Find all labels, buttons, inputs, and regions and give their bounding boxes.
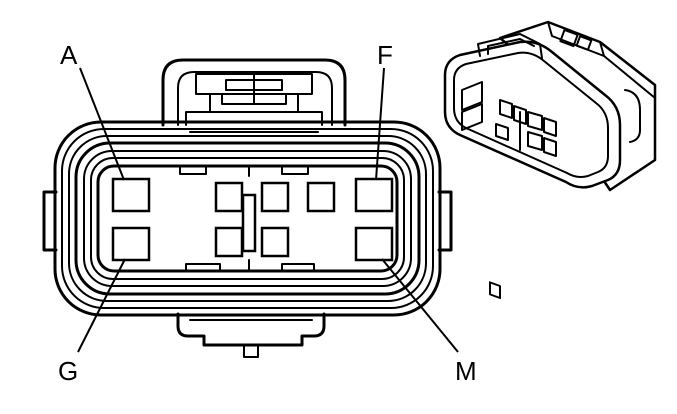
bottom-tab	[176, 312, 326, 358]
center-key-bar	[241, 193, 257, 253]
terminal-cavities	[111, 177, 394, 262]
cavity-m	[354, 226, 394, 262]
leader-a	[79, 67, 125, 181]
inner-face-ribs	[179, 165, 315, 272]
leader-g	[77, 258, 126, 353]
pin-label-m: M	[455, 356, 477, 386]
leader-m	[381, 258, 459, 353]
pin-label-a: A	[60, 40, 78, 70]
connector-isometric-view	[443, 20, 657, 300]
leader-lines	[77, 67, 459, 353]
pin-label-f: F	[377, 40, 393, 70]
cavity-f	[354, 177, 394, 213]
cavity-h	[214, 226, 244, 258]
cavity-g	[111, 226, 151, 262]
top-latch	[161, 58, 347, 133]
cavity-a	[111, 177, 151, 213]
cavity-d	[306, 181, 336, 213]
cavity-b	[214, 181, 244, 213]
cavity-j	[260, 226, 290, 258]
cavity-c	[260, 181, 290, 213]
pin-label-g: G	[58, 356, 78, 386]
housing-shells	[53, 120, 442, 317]
leader-f	[375, 67, 385, 181]
connector-face-view: A F G M	[42, 40, 477, 386]
side-tabs	[42, 190, 453, 252]
